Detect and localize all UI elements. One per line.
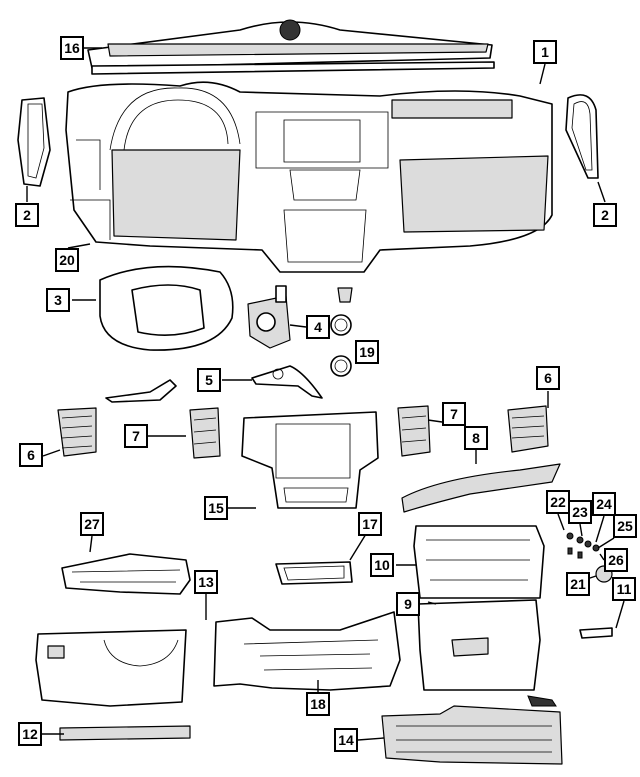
latch-part [527,695,557,707]
callout-27: 27 [80,512,104,536]
knob-part [337,287,353,303]
part-15-center-bezel [241,411,379,509]
part-18-console [213,611,401,691]
part-9-glovebox-door [417,599,541,691]
part-12-strip [59,725,191,741]
part-27-bracket [61,553,191,595]
part-13-knee-panel [35,629,187,707]
part-6-right-vent [507,405,549,453]
callout-6-right: 6 [536,366,560,390]
callout-5: 5 [197,368,221,392]
callout-6-left: 6 [19,443,43,467]
part-5-trim [251,365,323,399]
callout-9: 9 [396,592,420,616]
callout-23: 23 [568,500,592,524]
callout-4: 4 [306,315,330,339]
callout-11: 11 [612,577,636,601]
callout-7-right: 7 [442,402,466,426]
callout-15: 15 [204,496,228,520]
callout-18: 18 [306,692,330,716]
trim-strip [105,379,177,403]
part-10-glovebox-bin [413,525,545,599]
part-2-right-end-cap [565,94,599,179]
callout-24: 24 [592,492,616,516]
part-7-left-vent [189,407,221,459]
callout-7-left: 7 [124,424,148,448]
callout-16: 16 [60,36,84,60]
part-16-defroster-grille [87,19,495,75]
callout-2-right: 2 [593,203,617,227]
part-2-left-end-cap [17,97,51,187]
part-1-instrument-panel [65,81,553,273]
part-7-right-vent [397,405,431,457]
callout-10: 10 [370,553,394,577]
part-3-cluster-bezel [99,265,234,351]
part-19-ring [330,355,352,377]
part-6-left-vent [57,407,97,457]
callout-26: 26 [604,548,628,572]
callout-3: 3 [46,288,70,312]
callout-1: 1 [533,40,557,64]
callout-22: 22 [546,490,570,514]
ring-part [330,314,352,336]
callout-8: 8 [464,426,488,450]
part-14-duct [381,705,563,765]
part-4-switch-bracket [247,285,291,349]
callout-21: 21 [566,572,590,596]
part-11-strap [579,627,613,639]
part-17-pocket [275,561,353,585]
callout-17: 17 [358,512,382,536]
callout-14: 14 [334,728,358,752]
callout-12: 12 [18,722,42,746]
callout-2-left: 2 [15,203,39,227]
part-8-trim-bar [401,463,561,513]
callout-25: 25 [613,514,637,538]
callout-20: 20 [55,248,79,272]
parts-22-26-fasteners [566,532,600,559]
callout-13: 13 [194,570,218,594]
callout-19: 19 [355,340,379,364]
